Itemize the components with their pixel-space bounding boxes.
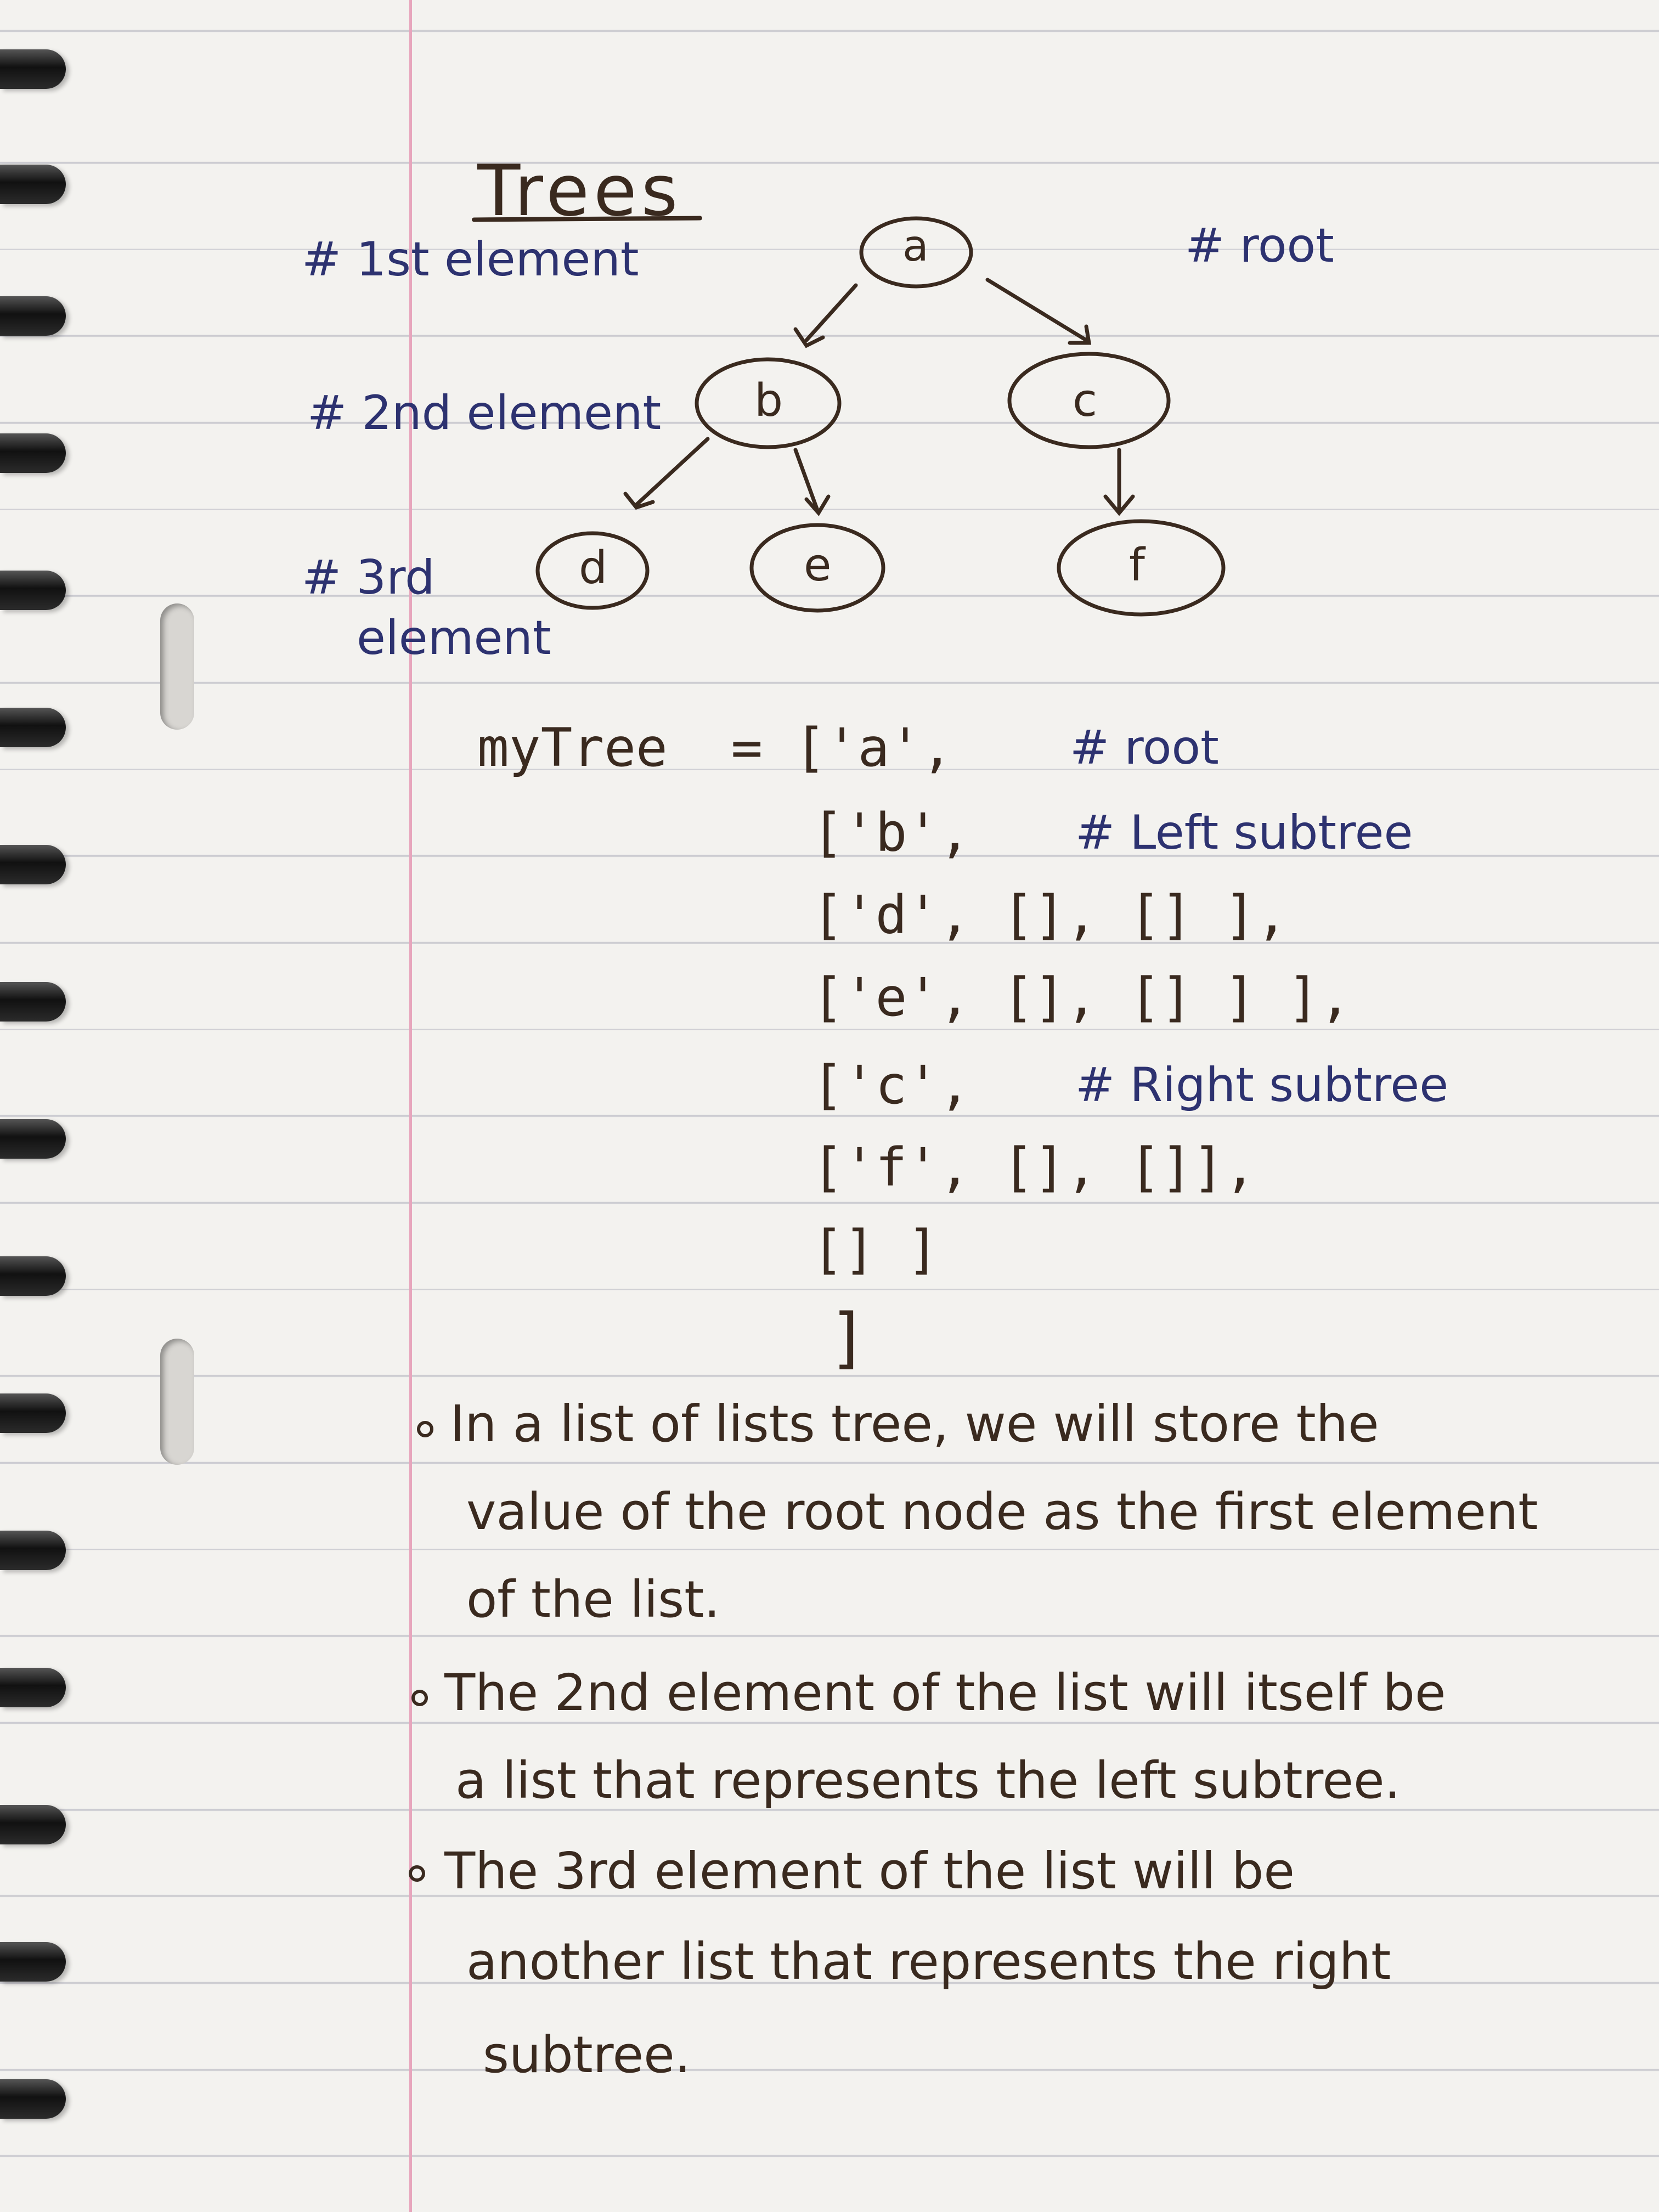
bullet-dot: [417, 1421, 433, 1437]
code-line: ['c',: [812, 1054, 970, 1116]
node-label-a: a: [902, 222, 929, 271]
arrowhead: [623, 492, 655, 510]
binding-ring: [0, 708, 66, 747]
binding-ring: [0, 571, 66, 610]
edge-a-b: [804, 283, 858, 342]
binding-ring: [0, 1942, 66, 1982]
binding-ring: [0, 1531, 66, 1570]
code-line: myTree = ['a',: [477, 717, 953, 778]
level-label-3: # 3rd: [302, 550, 435, 605]
node-label-f: f: [1129, 539, 1145, 591]
level-label-1: # 1st element: [302, 232, 639, 287]
punch-hole: [160, 1339, 194, 1465]
punch-hole: [160, 603, 194, 730]
level-label-2: # 2nd element: [307, 386, 662, 441]
binding-ring: [0, 433, 66, 473]
code-line: ['f', [], []],: [812, 1137, 1256, 1198]
code-line: ['e', [], [] ] ],: [812, 967, 1351, 1028]
node-c: [1007, 352, 1171, 449]
code-comment-right-subtree: # Right subtree: [1075, 1058, 1449, 1113]
code-line: ]: [828, 1300, 868, 1376]
node-label-b: b: [754, 375, 783, 427]
binding-ring: [0, 1256, 66, 1296]
code-line: ['d', [], [] ],: [812, 884, 1288, 946]
page-title: Trees: [477, 150, 682, 232]
binding-ring: [0, 1668, 66, 1707]
note-line: a list that represents the left subtree.: [455, 1751, 1401, 1810]
level-label-3-cont: element: [357, 611, 551, 665]
binding-ring: [0, 1119, 66, 1159]
node-f: [1057, 519, 1226, 617]
note-line: In a list of lists tree, we will store t…: [450, 1395, 1379, 1453]
binding-ring: [0, 1805, 66, 1844]
arrowhead: [793, 327, 825, 348]
node-b: [695, 357, 842, 449]
edge-a-c: [985, 278, 1088, 342]
root-comment: # root: [1185, 218, 1334, 273]
bullet-dot: [409, 1865, 425, 1882]
margin-line: [409, 0, 412, 2212]
note-line: value of the root node as the first elem…: [466, 1482, 1538, 1541]
edge-b-e: [793, 448, 820, 512]
binding-ring: [0, 296, 66, 336]
node-e: [749, 523, 885, 613]
code-comment-root: # root: [1070, 720, 1219, 775]
binding-ring: [0, 982, 66, 1022]
spiral-binding: [0, 0, 82, 2212]
note-line: The 2nd element of the list will itself …: [444, 1663, 1446, 1722]
code-comment-left-subtree: # Left subtree: [1075, 805, 1413, 860]
node-label-c: c: [1073, 375, 1098, 427]
note-line: The 3rd element of the list will be: [444, 1842, 1295, 1900]
binding-ring: [0, 49, 66, 89]
code-line: ['b',: [812, 802, 970, 864]
code-line: [] ]: [812, 1219, 939, 1280]
arrowhead: [804, 494, 831, 516]
arrowhead: [1068, 324, 1092, 345]
binding-ring: [0, 165, 66, 204]
edge-b-d: [634, 437, 710, 507]
note-line: another list that represents the right: [466, 1932, 1391, 1991]
arrowhead: [1103, 494, 1135, 516]
binding-ring: [0, 1393, 66, 1433]
binding-ring: [0, 845, 66, 884]
binding-ring: [0, 2079, 66, 2119]
note-line: subtree.: [483, 2025, 691, 2084]
node-a: [859, 216, 973, 289]
bullet-dot: [411, 1690, 428, 1706]
node-label-e: e: [804, 539, 832, 591]
node-label-d: d: [579, 542, 608, 594]
note-line: of the list.: [466, 1570, 720, 1629]
node-d: [535, 531, 650, 610]
